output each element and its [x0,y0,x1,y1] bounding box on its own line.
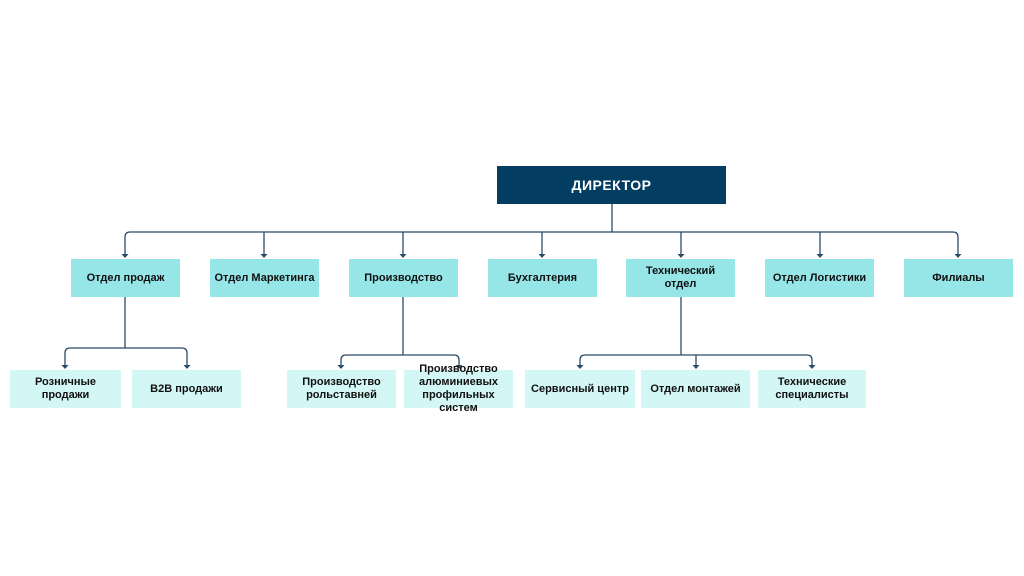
dept-production-label: Производство [364,271,443,284]
director-arrow-6 [954,254,962,258]
director-arrow-0 [121,254,129,258]
sub-technical-specialists: Технические специалисты [758,370,866,408]
sub-shutters-production-label: Производство рольставней [302,376,381,401]
director-arrow-4 [677,254,685,258]
sub-installation: Отдел монтажей [641,370,750,408]
production-branch-0 [340,354,347,366]
sub-technical-specialists-label: Технические специалисты [775,376,849,401]
sub-b2b-sales-label: B2B продажи [150,382,223,395]
sub-retail-sales: Розничные продажи [10,370,121,408]
director-label: ДИРЕКТОР [571,176,652,193]
director-branch-6 [952,231,959,255]
dept-technical: Технический отдел [626,259,735,297]
director-box: ДИРЕКТОР [497,166,726,204]
dept-logistics: Отдел Логистики [765,259,874,297]
dept-production: Производство [349,259,458,297]
dept-accounting: Бухгалтерия [488,259,597,297]
director-branch-0 [124,231,131,255]
technical-arrow-1 [692,365,700,369]
dept-marketing: Отдел Маркетинга [210,259,319,297]
production-arrow-0 [337,365,345,369]
dept-logistics-label: Отдел Логистики [772,271,867,284]
dept-accounting-label: Бухгалтерия [507,271,578,284]
dept-sales-label: Отдел продаж [86,271,165,284]
sub-installation-label: Отдел монтажей [650,382,741,395]
sub-service-center: Сервисный центр [525,370,635,408]
technical-branch-2 [806,354,813,366]
sub-retail-sales-label: Розничные продажи [34,376,97,401]
sub-service-center-label: Сервисный центр [531,382,629,395]
sales-arrow-1 [183,365,191,369]
sub-shutters-production: Производство рольставней [287,370,396,408]
dept-marketing-label: Отдел Маркетинга [214,271,315,284]
sub-b2b-sales: B2B продажи [132,370,241,408]
sub-aluminium-production: Производство алюминиевых профильных сист… [404,363,513,414]
production-arrow-1 [455,365,463,369]
director-arrow-1 [260,254,268,258]
director-arrow-5 [816,254,824,258]
director-arrow-3 [538,254,546,258]
technical-arrow-2 [808,365,816,369]
sub-aluminium-production-label: Производство алюминиевых профильных сист… [418,363,499,414]
technical-branch-0 [579,354,586,366]
dept-branches: Филиалы [904,259,1013,297]
sales-branch-0 [64,347,71,366]
sales-arrow-0 [61,365,69,369]
dept-technical-label: Технический отдел [645,265,716,290]
director-arrow-2 [399,254,407,258]
sales-branch-1 [181,347,188,366]
dept-branches-label: Филиалы [932,271,985,284]
production-branch-1 [453,354,460,366]
technical-arrow-0 [576,365,584,369]
dept-sales: Отдел продаж [71,259,180,297]
